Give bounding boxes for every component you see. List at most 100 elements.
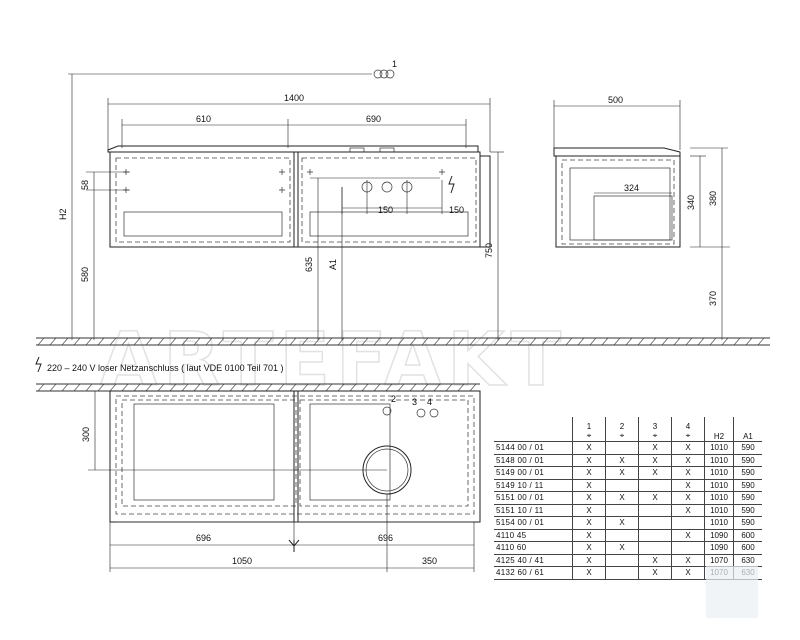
cell-h2: 1010 [704, 504, 734, 517]
dim-300: 300 [81, 427, 91, 442]
cell-c4: X [671, 479, 705, 492]
watermark: ARTEFAKT [100, 317, 567, 403]
cell-c3 [638, 479, 672, 492]
cell-c4: X [671, 441, 705, 455]
cell-a1: 590 [733, 504, 762, 517]
dim-58: 58 [80, 180, 90, 190]
cell-h2: 1010 [704, 441, 734, 455]
dim-350: 350 [422, 556, 437, 566]
cell-c1: X [572, 466, 606, 480]
dim-610: 610 [196, 114, 211, 124]
dim-696-right: 696 [378, 533, 393, 543]
cell-c4: X [671, 504, 705, 517]
col-h2: H2 [704, 417, 734, 442]
cell-c1: X [572, 516, 606, 530]
cell-code: 4110 45 [494, 529, 573, 542]
tap-1-icon: ⌖ [586, 431, 592, 440]
cell-c3 [638, 504, 672, 517]
dim-696-left: 696 [196, 533, 211, 543]
cell-c2 [605, 529, 639, 542]
dim-340: 340 [686, 195, 696, 210]
dim-a1: A1 [328, 259, 338, 270]
side-worktop [553, 147, 681, 157]
dim-690: 690 [366, 114, 381, 124]
cell-c4: X [671, 454, 705, 467]
cell-c3: X [638, 454, 672, 467]
cell-h2: 1010 [704, 516, 734, 530]
tap-2-icon: ⌖ [619, 431, 625, 440]
cell-a1: 600 [733, 529, 762, 542]
electric-icon [448, 175, 455, 194]
cell-c4: X [671, 529, 705, 542]
cell-c2: X [605, 516, 639, 530]
cell-h2: 1010 [704, 479, 734, 492]
cell-c1: X [572, 529, 606, 542]
cell-c4: X [671, 466, 705, 480]
cell-c2 [605, 504, 639, 517]
tap-symbol-icon [373, 69, 395, 79]
tap-holes-plan [382, 406, 439, 418]
dim-635: 635 [304, 257, 314, 272]
cell-a1: 590 [733, 454, 762, 467]
cell-c3: X [638, 466, 672, 480]
cell-c2: X [605, 454, 639, 467]
cell-h2: 1090 [704, 529, 734, 542]
cell-a1: 590 [733, 441, 762, 455]
callout-4: 4 [427, 397, 432, 407]
cell-c3: X [638, 491, 672, 505]
cell-c3 [638, 541, 672, 555]
col-tap-2: 2⌖ [605, 417, 639, 442]
cell-c1: X [572, 504, 606, 517]
cell-c2: X [605, 541, 639, 555]
cell-c1: X [572, 491, 606, 505]
col-tap-1: 1⌖ [572, 417, 606, 442]
col-tap-3: 3⌖ [638, 417, 672, 442]
cell-c4 [671, 541, 705, 555]
cell-a1: 590 [733, 491, 762, 505]
cell-h2: 1070 [704, 554, 734, 567]
cell-code: 5154 00 / 01 [494, 516, 573, 530]
cell-c1: X [572, 541, 606, 555]
cell-code: 5149 00 / 01 [494, 466, 573, 480]
cell-a1: 600 [733, 541, 762, 555]
cell-c2 [605, 566, 639, 580]
dim-380: 380 [708, 191, 718, 206]
cell-code: 4125 40 / 41 [494, 554, 573, 567]
dim-500: 500 [608, 95, 623, 105]
cell-c1: X [572, 554, 606, 567]
col-a1: A1 [733, 417, 762, 442]
cell-c2 [605, 441, 639, 455]
callout-1: 1 [392, 59, 397, 69]
electrical-note: 220 – 240 V loser Netzanschluss ( laut V… [47, 363, 283, 373]
tap-4-icon: ⌖ [685, 431, 691, 440]
dim-750: 750 [484, 243, 494, 258]
cell-c1: X [572, 454, 606, 467]
cell-c2: X [605, 491, 639, 505]
cell-code: 5148 00 / 01 [494, 454, 573, 467]
cell-h2: 1010 [704, 491, 734, 505]
cell-c1: X [572, 441, 606, 455]
cell-c3 [638, 516, 672, 530]
cell-code: 4132 60 / 61 [494, 566, 573, 580]
tap-holes-front [341, 180, 443, 214]
cell-c4: X [671, 491, 705, 505]
dim-1400: 1400 [284, 93, 304, 103]
cell-c2 [605, 479, 639, 492]
cell-h2: 1010 [704, 454, 734, 467]
cell-c1: X [572, 566, 606, 580]
cell-c3 [638, 529, 672, 542]
spec-table-header: 1⌖ 2⌖ 3⌖ 4⌖ H2 A1 [494, 417, 762, 442]
dim-370: 370 [708, 291, 718, 306]
cell-c1: X [572, 479, 606, 492]
dim-h2: H2 [58, 208, 68, 220]
cell-c4 [671, 516, 705, 530]
